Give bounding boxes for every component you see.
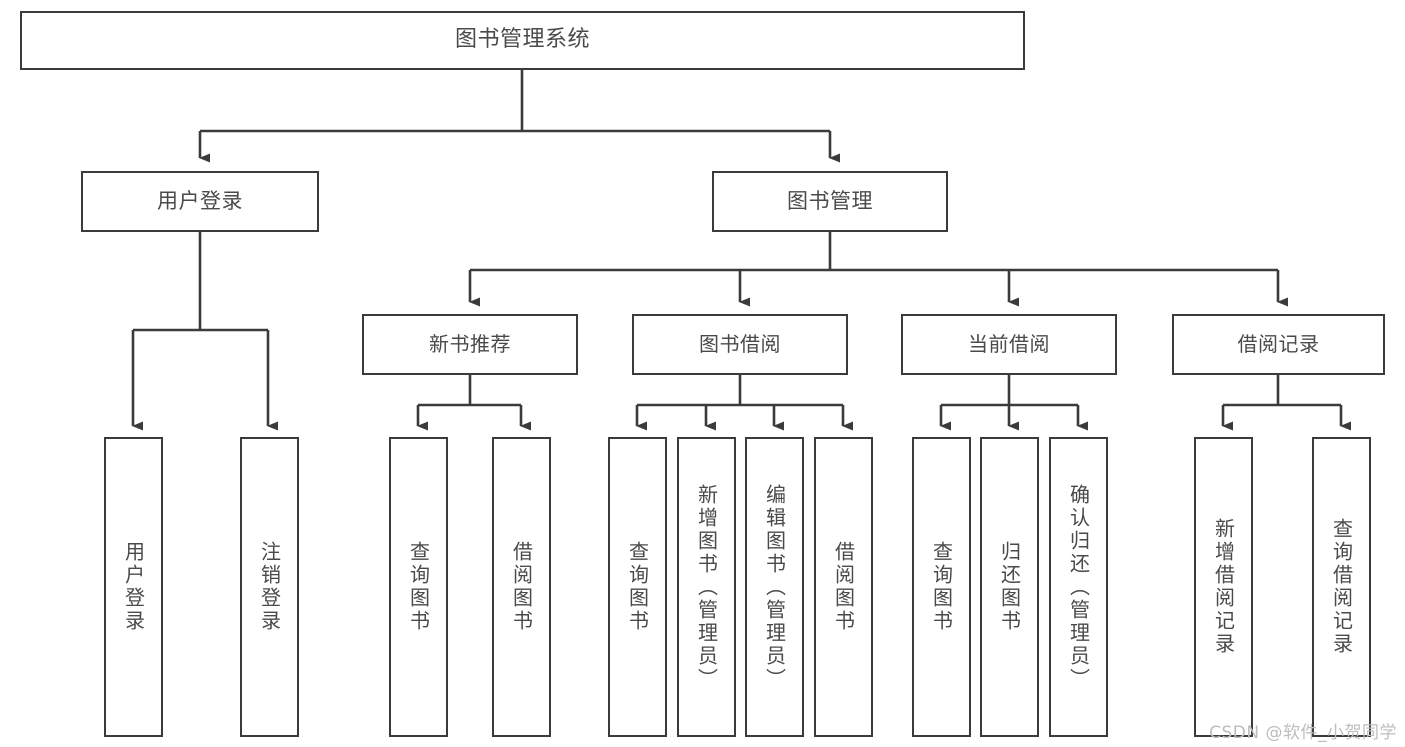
node-book-borrowing[interactable]: 图书借阅 <box>632 314 848 375</box>
node-label: 借阅记录 <box>1237 332 1320 357</box>
leaf-node-add-borrow-record[interactable]: 新增借阅记录 <box>1194 437 1253 737</box>
node-label: 新增图书（管理员） <box>694 483 719 691</box>
node-label: 确认归还（管理员） <box>1066 483 1091 691</box>
node-label: 图书管理 <box>787 188 873 213</box>
node-label: 当前借阅 <box>968 332 1050 357</box>
node-label: 新增借阅记录 <box>1211 518 1236 656</box>
node-book-management[interactable]: 图书管理 <box>712 171 948 232</box>
node-root-book-management-system[interactable]: 图书管理系统 <box>20 11 1025 70</box>
leaf-node-user-login[interactable]: 用户登录 <box>104 437 163 737</box>
node-label: 查询图书 <box>625 541 650 633</box>
leaf-node-query-book-borrowing[interactable]: 查询图书 <box>608 437 667 737</box>
node-new-book-recommendation[interactable]: 新书推荐 <box>362 314 578 375</box>
node-label: 查询图书 <box>929 541 954 633</box>
node-borrowing-record[interactable]: 借阅记录 <box>1172 314 1385 375</box>
leaf-node-add-book-admin[interactable]: 新增图书（管理员） <box>677 437 736 737</box>
node-label: 图书借阅 <box>699 332 781 357</box>
leaf-node-borrow-book-new-rec[interactable]: 借阅图书 <box>492 437 551 737</box>
leaf-node-query-borrow-record[interactable]: 查询借阅记录 <box>1312 437 1371 737</box>
node-label: 注销登录 <box>257 541 282 633</box>
leaf-node-query-book-current[interactable]: 查询图书 <box>912 437 971 737</box>
node-label: 新书推荐 <box>429 332 511 357</box>
node-current-borrowing[interactable]: 当前借阅 <box>901 314 1117 375</box>
leaf-node-borrow-book-borrowing[interactable]: 借阅图书 <box>814 437 873 737</box>
node-label: 查询图书 <box>406 541 431 633</box>
leaf-node-query-book-new-rec[interactable]: 查询图书 <box>389 437 448 737</box>
csdn-watermark: CSDN @软件_小贺同学 <box>1209 723 1397 743</box>
node-label: 借阅图书 <box>831 541 856 633</box>
node-label: 用户登录 <box>121 541 146 633</box>
leaf-node-logout[interactable]: 注销登录 <box>240 437 299 737</box>
leaf-node-edit-book-admin[interactable]: 编辑图书（管理员） <box>745 437 804 737</box>
node-label: 编辑图书（管理员） <box>762 483 787 691</box>
node-label: 借阅图书 <box>509 541 534 633</box>
leaf-node-return-book[interactable]: 归还图书 <box>980 437 1039 737</box>
node-label: 图书管理系统 <box>454 27 590 53</box>
node-user-login[interactable]: 用户登录 <box>81 171 319 232</box>
leaf-node-confirm-return-admin[interactable]: 确认归还（管理员） <box>1049 437 1108 737</box>
node-label: 查询借阅记录 <box>1329 518 1354 656</box>
node-label: 归还图书 <box>997 541 1022 633</box>
node-label: 用户登录 <box>157 188 243 213</box>
